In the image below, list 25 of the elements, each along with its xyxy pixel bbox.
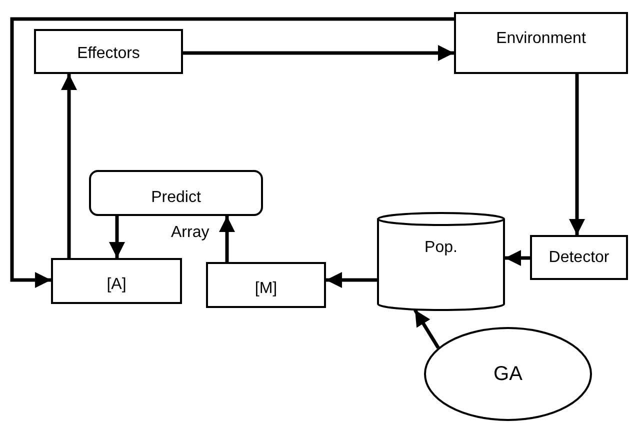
arrow — [183, 45, 454, 61]
database-cylinder — [377, 213, 505, 310]
arrow — [414, 309, 440, 349]
arrow — [219, 216, 235, 262]
arrow — [326, 272, 377, 288]
process-box — [206, 262, 326, 308]
node-label: Predict — [151, 189, 201, 207]
node-label: Effectors — [77, 44, 140, 62]
node-label: Pop. — [424, 238, 458, 256]
node-label: Detector — [548, 248, 610, 266]
process-box — [530, 235, 628, 280]
process-box — [454, 12, 628, 74]
arrow — [10, 17, 454, 288]
ellipse-node — [424, 327, 592, 421]
node-label: [M] — [254, 280, 278, 298]
process-box — [34, 29, 183, 74]
arrow — [109, 216, 125, 258]
arrow — [61, 74, 77, 258]
node-caption: Array — [171, 224, 210, 242]
node-label: Environment — [496, 30, 586, 48]
arrow — [569, 74, 585, 235]
node-label: GA — [494, 362, 522, 386]
node-label: [A] — [106, 276, 126, 294]
process-box — [51, 258, 182, 304]
arrow — [505, 250, 530, 266]
